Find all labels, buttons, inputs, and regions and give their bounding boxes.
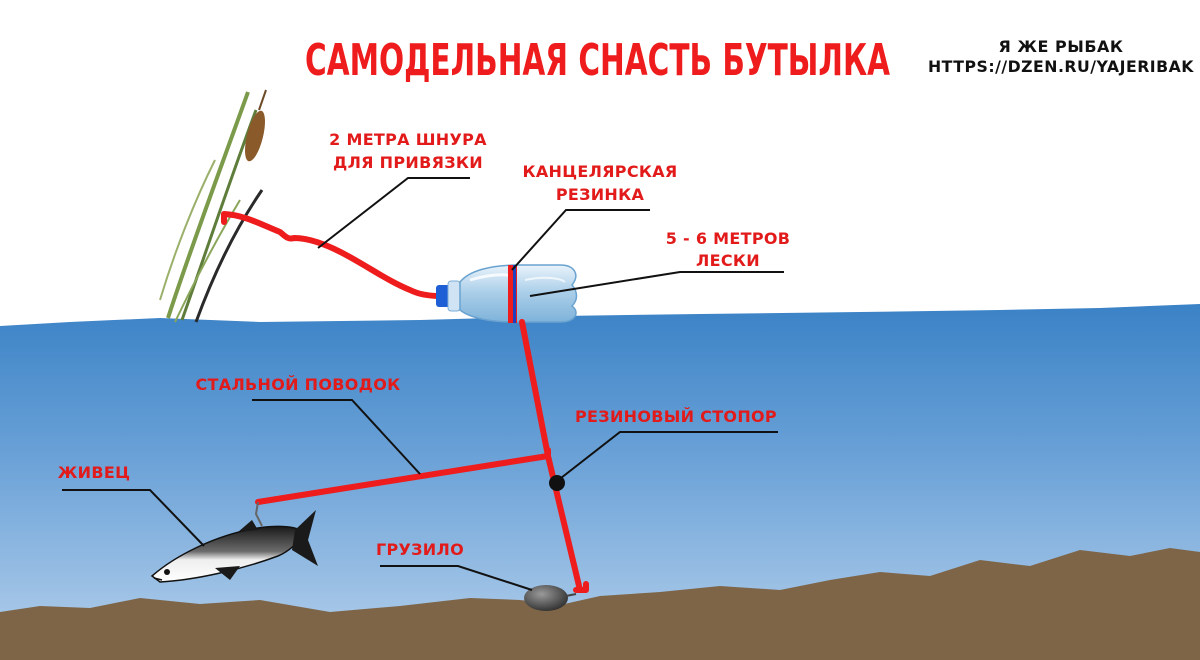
label-fishing-line-line2: ЛЕСКИ [696,251,760,270]
brand-name: Я ЖЕ РЫБАК [999,37,1124,56]
sinker-weight [524,585,568,611]
bottle-float [436,264,578,323]
pointer-live-bait [62,489,205,547]
steel-leader-line [255,447,551,505]
label-rubber-band-line2: РЕЗИНКА [556,185,645,204]
water-area [0,304,1200,660]
pointer-cord [317,177,470,249]
label-cord-line2: ДЛЯ ПРИВЯЗКИ [333,153,483,172]
label-live-bait: ЖИВЕЦ [58,463,130,482]
label-rubber-band-line1: КАНЦЕЛЯРСКАЯ [522,162,677,181]
pointer-rubber-band [511,209,650,271]
label-steel-leader: СТАЛЬНОЙ ПОВОДОК [196,375,401,394]
brand-url: HTTPS://DZEN.RU/YAJERIBAK [928,57,1194,76]
lake-bottom [0,548,1200,660]
rubber-stopper-marker [549,475,565,491]
label-sinker: ГРУЗИЛО [376,540,464,559]
reed-plants [159,89,267,323]
label-fishing-line-line1: 5 - 6 МЕТРОВ [666,229,791,248]
pointer-rubber-stopper [560,431,778,479]
page-title: САМОДЕЛЬНАЯ СНАСТЬ БУТЫЛКА [305,35,890,86]
pointer-fishing-line [529,271,784,297]
label-rubber-stopper: РЕЗИНОВЫЙ СТОПОР [575,407,777,426]
live-bait-fish [150,501,318,583]
main-line-hook-end [573,581,589,593]
tie-cord [221,211,443,299]
label-cord-line1: 2 МЕТРА ШНУРА [329,130,487,149]
pointer-steel-leader [252,399,421,475]
pointer-sinker [380,565,533,591]
sinker-ring [565,593,577,597]
